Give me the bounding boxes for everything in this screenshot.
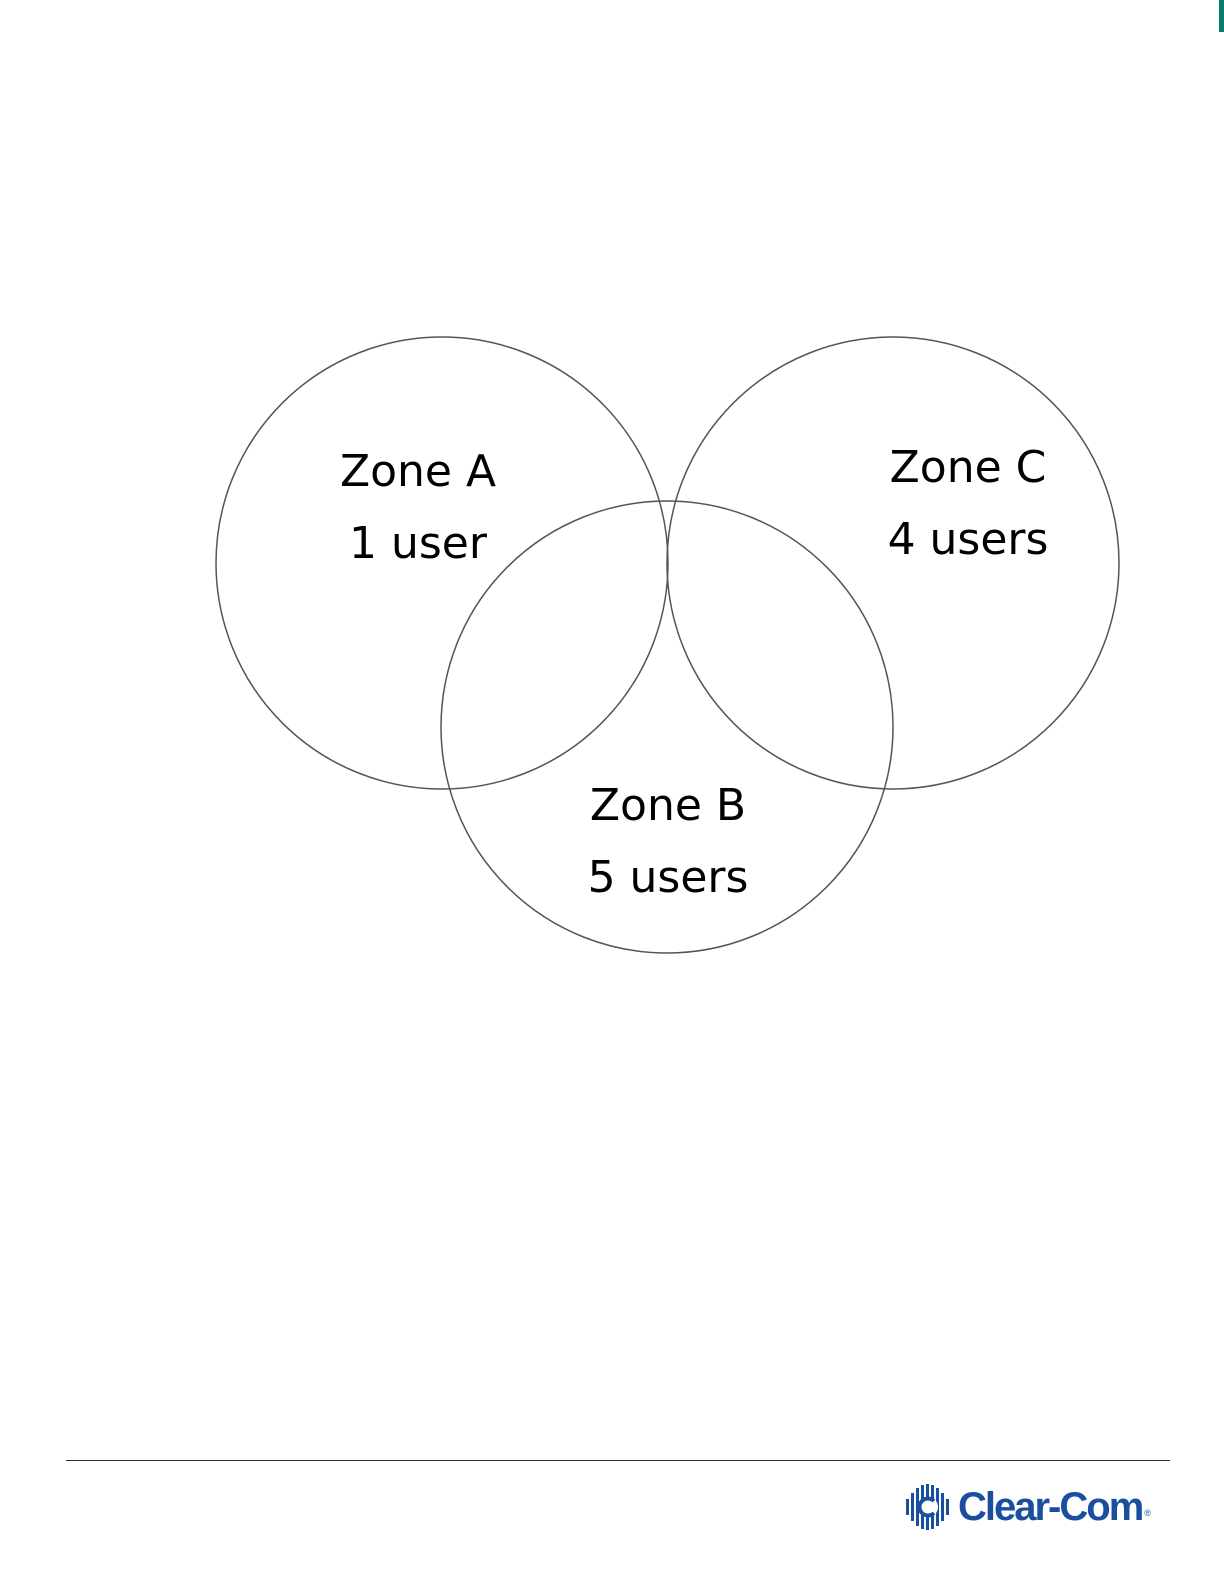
zone-a-label: Zone A 1 user — [268, 436, 568, 580]
zone-c-name: Zone C — [818, 432, 1118, 504]
zone-b-name: Zone B — [518, 770, 818, 842]
zone-b-label: Zone B 5 users — [518, 770, 818, 914]
registered-trademark-mark: ® — [1144, 1508, 1151, 1518]
clear-com-logo-text: Clear-Com — [958, 1482, 1142, 1532]
zone-c-label: Zone C 4 users — [818, 432, 1118, 576]
zone-b-users: 5 users — [518, 842, 818, 914]
clear-com-logo: Clear-Com ® — [904, 1482, 1151, 1532]
zone-c-users: 4 users — [818, 504, 1118, 576]
clear-com-logo-icon — [904, 1482, 954, 1532]
footer-divider — [66, 1460, 1170, 1461]
zone-a-users: 1 user — [268, 508, 568, 580]
zone-a-name: Zone A — [268, 436, 568, 508]
